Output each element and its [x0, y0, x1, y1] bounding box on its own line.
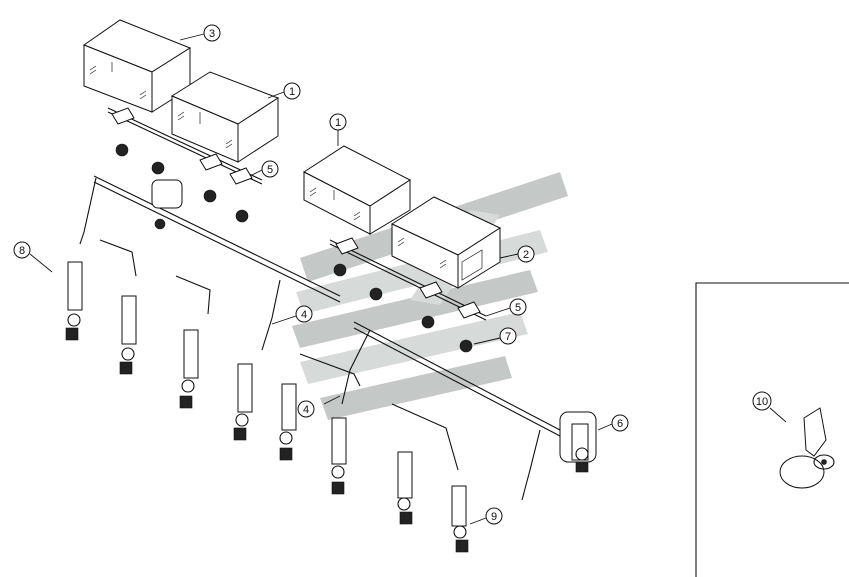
meter-shaft-lower	[329, 237, 487, 321]
hopper-box-3	[82, 19, 192, 113]
row-unit	[65, 261, 83, 341]
seed-meters-lower	[333, 263, 473, 353]
callout-4: 4	[297, 395, 341, 418]
svg-text:8: 8	[19, 245, 25, 257]
callout-6: 6	[597, 414, 629, 432]
svg-text:1: 1	[289, 86, 295, 98]
meter-shaft-upper	[107, 107, 263, 185]
svg-text:4: 4	[303, 404, 309, 416]
row-unit	[119, 295, 137, 375]
inset-frame	[695, 282, 849, 577]
callout-1: 1	[329, 113, 347, 146]
row-unit	[233, 363, 253, 441]
svg-text:5: 5	[515, 302, 521, 314]
row-unit	[279, 383, 297, 461]
inset-row-unit	[779, 407, 835, 489]
callout-1: 1	[267, 82, 301, 100]
row-units	[65, 261, 589, 553]
row-unit	[179, 329, 199, 409]
callout-10: 10	[752, 391, 787, 423]
toolbar-rear	[79, 175, 341, 351]
callout-8: 8	[13, 241, 53, 273]
svg-text:6: 6	[617, 418, 623, 430]
callout-2: 2	[499, 245, 535, 263]
svg-text:3: 3	[209, 28, 215, 40]
callout-4: 4	[271, 305, 313, 325]
row-unit	[571, 423, 589, 473]
row-unit	[397, 451, 413, 525]
svg-text:4: 4	[301, 309, 307, 321]
callout-9: 9	[469, 507, 503, 525]
callout-3: 3	[179, 24, 221, 42]
callout-5: 5	[249, 160, 279, 178]
row-unit	[451, 485, 469, 553]
hopper-box-1b	[303, 145, 411, 235]
hopper-box-1a	[170, 71, 280, 163]
hopper-box-2	[390, 196, 502, 289]
svg-text:5: 5	[267, 164, 273, 176]
svg-text:10: 10	[756, 396, 768, 408]
svg-text:7: 7	[505, 331, 511, 343]
svg-text:9: 9	[491, 511, 497, 523]
row-unit	[331, 417, 347, 495]
svg-text:2: 2	[523, 249, 529, 261]
callout-7: 7	[473, 327, 517, 345]
svg-text:1: 1	[335, 117, 341, 129]
callout-5: 5	[485, 298, 527, 317]
